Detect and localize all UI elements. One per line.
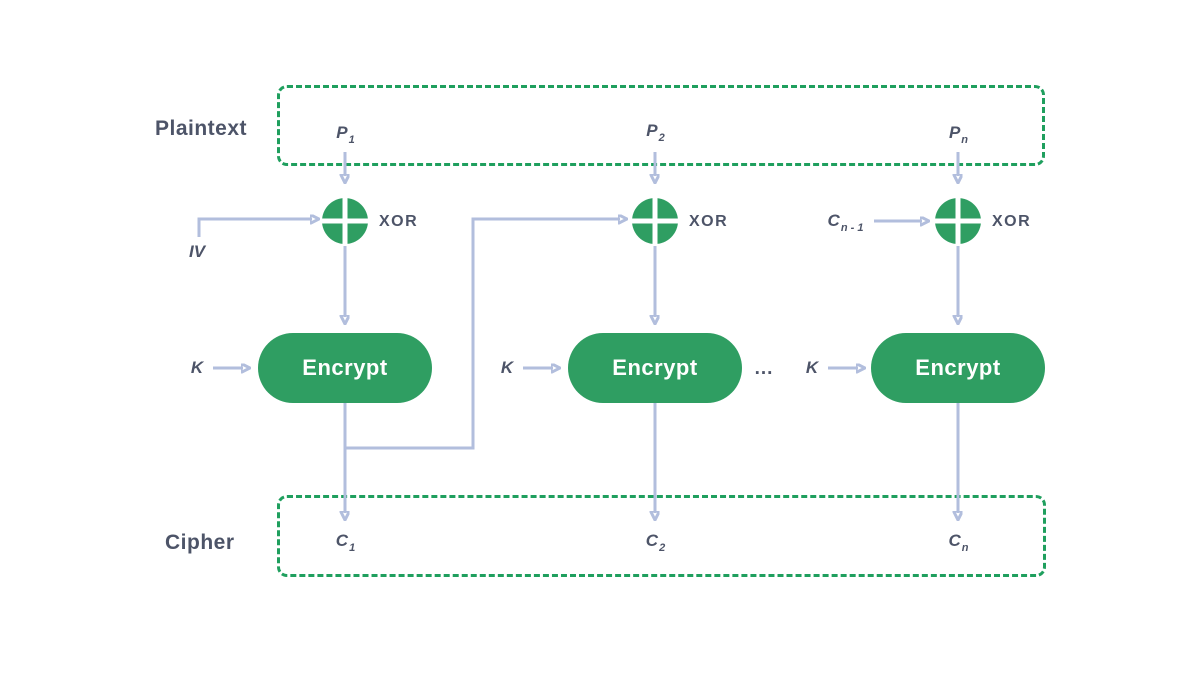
xor-circle-1 [322,198,368,244]
xor-cross-horizontal [632,218,678,224]
wire-iv-to-xor1 [197,219,312,237]
prev-cipher-label: Cn - 1 [827,211,864,234]
encrypt-block-n: Encrypt [871,333,1045,403]
plaintext-block-n-label: Pn [948,123,969,146]
xor-text-3: XOR [992,213,1032,230]
plaintext-dashed-box [277,85,1045,166]
xor-circle-3 [935,198,981,244]
cipher-dashed-box [277,495,1046,577]
key-label-1: K [190,358,204,377]
xor-cross-horizontal [935,218,981,224]
key-label-2: K [500,358,514,377]
cipher-zone-label: Cipher [165,531,235,554]
xor-circle-2 [632,198,678,244]
cipher-block-2-label: C2 [645,531,666,554]
cipher-block-n-label: Cn [948,531,969,554]
plaintext-block-2-label: P2 [646,121,665,144]
encrypt-block-1: Encrypt [258,333,432,403]
encrypt-block-2: Encrypt [568,333,742,403]
xor-cross-horizontal [322,218,368,224]
iv-label: IV [188,242,206,261]
xor-text-1: XOR [379,213,419,230]
plaintext-block-1-label: P1 [336,123,355,146]
cipher-block-1-label: C1 [335,531,356,554]
key-label-3: K [805,358,819,377]
plaintext-zone-label: Plaintext [155,117,248,140]
xor-text-2: XOR [689,213,729,230]
ellipsis-label: ... [754,358,774,379]
